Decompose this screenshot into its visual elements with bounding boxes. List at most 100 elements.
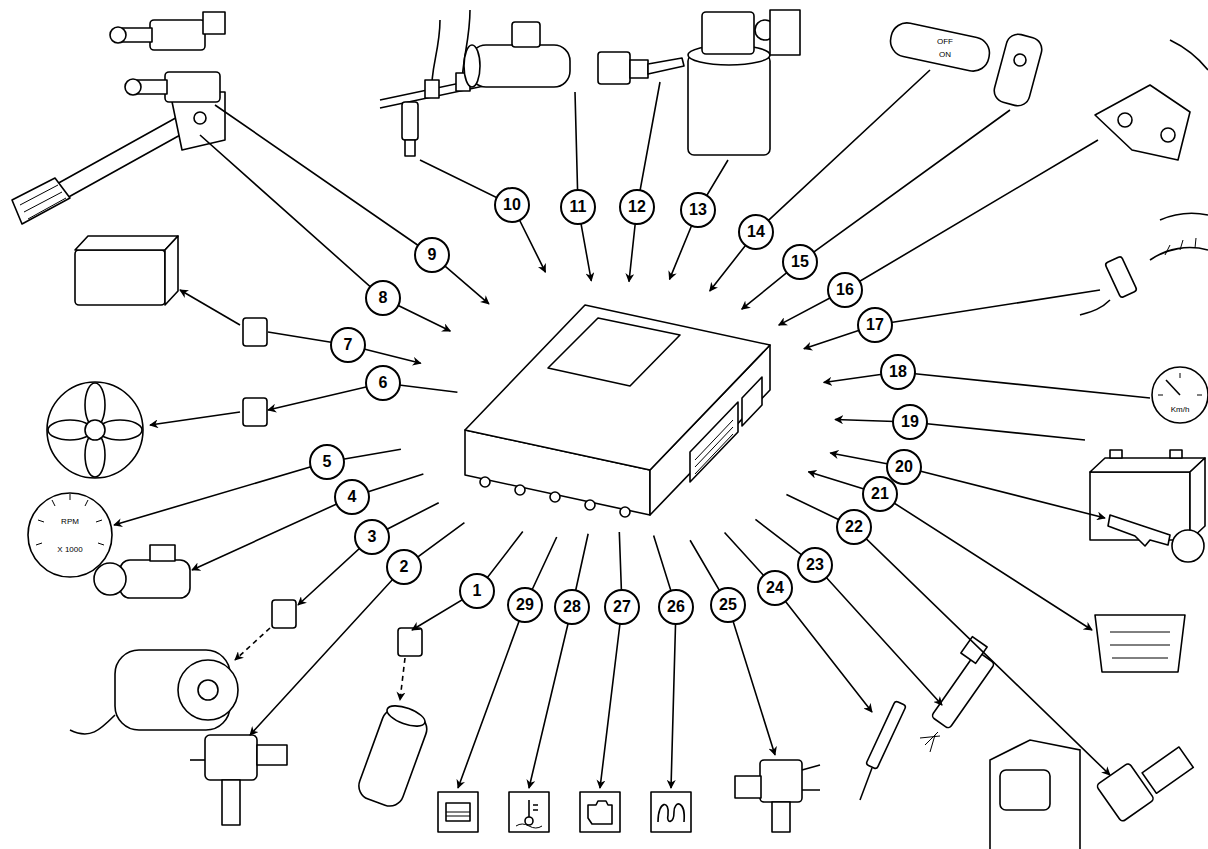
fuel-injector bbox=[931, 651, 995, 729]
ecu-unit bbox=[515, 485, 525, 495]
crankshaft-sensor bbox=[1118, 113, 1132, 127]
boost-control-valve bbox=[190, 759, 205, 761]
callout-number: 25 bbox=[719, 597, 737, 613]
warning-lamp bbox=[580, 792, 620, 832]
immobiliser-fob bbox=[992, 32, 1045, 109]
brake-clutch-switch bbox=[203, 12, 225, 34]
callout-number: 16 bbox=[836, 282, 854, 298]
ac-compressor-relay bbox=[70, 715, 115, 734]
fuel-pump-relay bbox=[400, 658, 405, 700]
cruise-control-switch bbox=[888, 20, 993, 74]
callout-circle bbox=[310, 445, 344, 479]
ecu-unit bbox=[742, 377, 762, 426]
callout-circle bbox=[387, 550, 421, 584]
accelerator-pedal bbox=[20, 185, 66, 219]
callout-number: 3 bbox=[368, 529, 377, 545]
callout-circle bbox=[881, 355, 915, 389]
leader-arrow bbox=[710, 70, 930, 291]
callout-circle bbox=[331, 328, 365, 362]
dial-text: Km/h bbox=[1171, 406, 1190, 414]
callout-number: 28 bbox=[563, 599, 581, 615]
brake-clutch-switch bbox=[110, 27, 126, 43]
warning-lamp bbox=[516, 824, 542, 828]
leader-arrow bbox=[412, 532, 523, 630]
callout-circle bbox=[887, 450, 921, 484]
ignition-key bbox=[1108, 515, 1170, 546]
cooling-fan-relay bbox=[243, 398, 267, 426]
callout-circle bbox=[758, 571, 792, 605]
temperature-sensor bbox=[598, 52, 684, 84]
callout-circle bbox=[335, 480, 369, 514]
ecu-unit bbox=[620, 507, 630, 517]
camshaft-sensor bbox=[1150, 213, 1208, 260]
fuel-pump-relay bbox=[398, 628, 422, 656]
leader-arrow bbox=[192, 474, 423, 570]
camshaft-sensor bbox=[1165, 238, 1196, 255]
callout-circle bbox=[659, 590, 693, 624]
callout-number: 14 bbox=[747, 224, 765, 240]
accelerator-pedal bbox=[12, 92, 225, 224]
cooling-fan-relay bbox=[47, 382, 143, 478]
callout-number: 4 bbox=[348, 489, 357, 505]
leader-arrow bbox=[629, 82, 660, 282]
leader-arrow bbox=[268, 383, 457, 410]
warning-lamp bbox=[509, 792, 549, 832]
tachometer-gauge bbox=[36, 494, 104, 545]
accelerator-pedal bbox=[12, 178, 70, 224]
callout-number: 1 bbox=[473, 583, 482, 599]
battery bbox=[1090, 450, 1205, 540]
callout-number: 5 bbox=[323, 454, 332, 470]
throttle-actuator bbox=[94, 563, 126, 595]
speedometer-gauge bbox=[1152, 367, 1208, 423]
warning-lamp bbox=[446, 812, 470, 816]
cruise-control-switch bbox=[888, 20, 993, 74]
callout-number: 20 bbox=[895, 459, 913, 475]
glow-plug bbox=[860, 701, 906, 800]
fuel-injector bbox=[961, 637, 987, 664]
ecu-unit bbox=[465, 305, 770, 517]
battery bbox=[1110, 450, 1122, 458]
callout-number: 27 bbox=[613, 599, 631, 615]
fuel-pump-regulator bbox=[1142, 747, 1193, 793]
crankshaft-sensor bbox=[1095, 40, 1208, 160]
callout-number: 10 bbox=[503, 197, 521, 213]
temperature-sensor bbox=[648, 58, 684, 74]
callout-circle bbox=[355, 520, 389, 554]
leader-arrow bbox=[755, 519, 942, 705]
callout-circle bbox=[681, 193, 715, 227]
callout-number: 29 bbox=[516, 597, 534, 613]
callout-circle bbox=[739, 215, 773, 249]
air-flow-meter bbox=[512, 22, 540, 47]
ignition-key bbox=[1108, 515, 1204, 562]
callout-circle bbox=[508, 588, 542, 622]
leader-arrow bbox=[725, 533, 872, 712]
rail-pressure-sensor bbox=[402, 102, 418, 140]
fuel-filter-heater bbox=[770, 10, 800, 55]
brake-clutch-switch bbox=[150, 20, 205, 50]
ecu-unit bbox=[695, 420, 733, 474]
callout-number: 13 bbox=[689, 202, 707, 218]
callout-circle bbox=[605, 590, 639, 624]
warning-lamp bbox=[658, 804, 684, 822]
rail-pressure-sensor bbox=[405, 140, 415, 156]
warning-lamp bbox=[525, 817, 533, 825]
callout-circle bbox=[495, 188, 529, 222]
warning-lamp bbox=[438, 792, 478, 832]
callout-circle bbox=[366, 281, 400, 315]
dial-text: OFF bbox=[937, 38, 953, 46]
tachometer-gauge bbox=[28, 493, 112, 577]
dial-text: X 1000 bbox=[57, 546, 82, 554]
leader-arrow bbox=[575, 92, 591, 281]
throttle-actuator bbox=[150, 545, 175, 561]
callout-circle bbox=[561, 190, 595, 224]
callout-number: 12 bbox=[628, 199, 646, 215]
glow-plug bbox=[860, 768, 872, 800]
callout-circle bbox=[893, 405, 927, 439]
glow-plug-relay bbox=[75, 236, 267, 346]
egr-solenoid bbox=[772, 802, 790, 832]
crankshaft-sensor bbox=[1161, 128, 1175, 142]
leader-arrow bbox=[458, 537, 557, 788]
fuel-filter-heater bbox=[702, 12, 754, 54]
cooling-fan-relay bbox=[150, 412, 240, 425]
egr-solenoid bbox=[735, 776, 761, 798]
